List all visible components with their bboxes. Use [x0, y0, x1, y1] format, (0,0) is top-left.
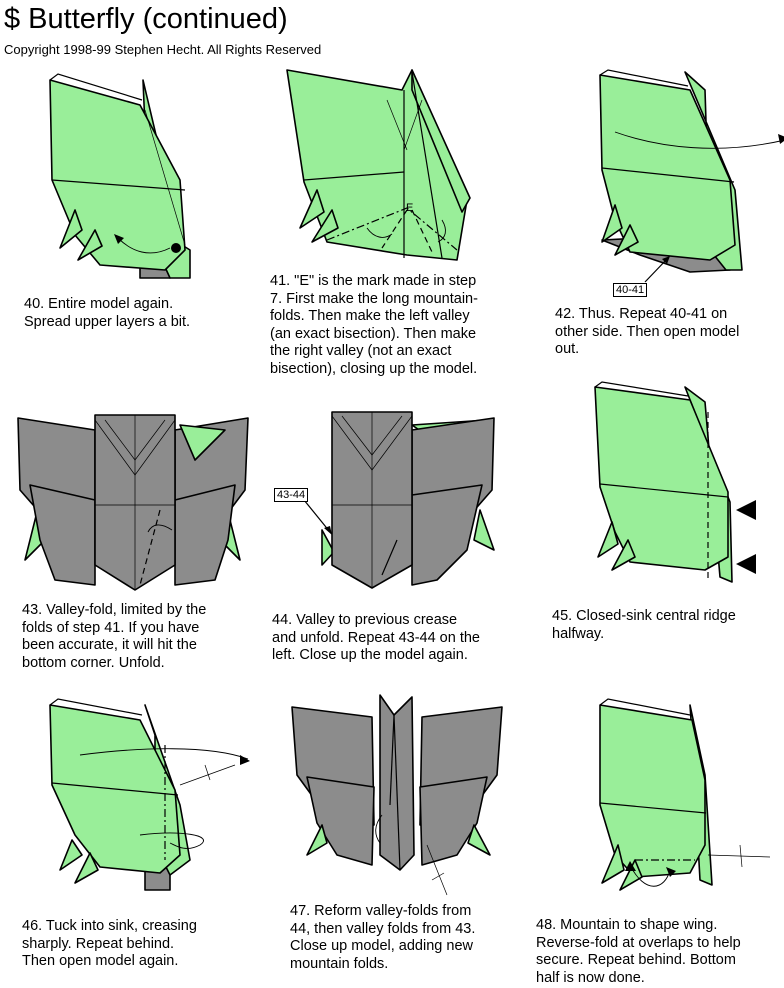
- step-44-diagram: [303, 411, 495, 589]
- step-45-caption: 45. Closed-sink central ridge halfway.: [552, 608, 736, 642]
- step-42-ref-label: 40-41: [613, 283, 648, 297]
- step-41-mark-label: E: [406, 202, 414, 214]
- step-42-caption: 42. Thus. Repeat 40-41 on other side. Th…: [555, 306, 740, 357]
- step-46-caption: 46. Tuck into sink, creasing sharply. Re…: [22, 918, 197, 969]
- step-44: 43-44 44. Valley to previous crease and …: [262, 400, 523, 680]
- step-44-ref-label: 43-44: [274, 488, 309, 502]
- step-41: E 41. "E" is the mark made in step 7. Fi…: [262, 60, 523, 380]
- step-47-diagram: [291, 694, 503, 896]
- step-42-diagram: [599, 69, 784, 283]
- step-48: 48. Mountain to shape wing. Reverse-fold…: [530, 695, 784, 986]
- step-47: 47. Reform valley-folds from 44, then va…: [262, 694, 523, 985]
- step-40-caption: 40. Entire model again. Spread upper lay…: [24, 296, 191, 330]
- step-40-diagram: [49, 73, 191, 279]
- step-45-diagram: [594, 381, 756, 583]
- step-43-diagram: [17, 414, 249, 591]
- step-43-caption: 43. Valley-fold, limited by the folds of…: [22, 602, 207, 671]
- step-48-caption: 48. Mountain to shape wing. Reverse-fold…: [536, 917, 741, 986]
- step-47-caption: 47. Reform valley-folds from 44, then va…: [290, 903, 476, 972]
- page-title: $ Butterfly (continued): [4, 3, 288, 35]
- step-48-diagram: [599, 698, 771, 891]
- step-44-caption: 44. Valley to previous crease and unfold…: [272, 612, 480, 663]
- step-41-caption: 41. "E" is the mark made in step 7. Firs…: [270, 273, 478, 377]
- step-41-diagram: [286, 69, 471, 261]
- step-40: 40. Entire model again. Spread upper lay…: [0, 60, 261, 350]
- step-43: 43. Valley-fold, limited by the folds of…: [0, 400, 261, 680]
- step-46-diagram: [49, 698, 250, 891]
- step-46: 46. Tuck into sink, creasing sharply. Re…: [0, 695, 261, 975]
- copyright-notice: Copyright 1998-99 Stephen Hecht. All Rig…: [4, 42, 322, 57]
- step-45: 45. Closed-sink central ridge halfway.: [530, 372, 784, 662]
- step-42: 40-41 42. Thus. Repeat 40-41 on other si…: [530, 60, 784, 360]
